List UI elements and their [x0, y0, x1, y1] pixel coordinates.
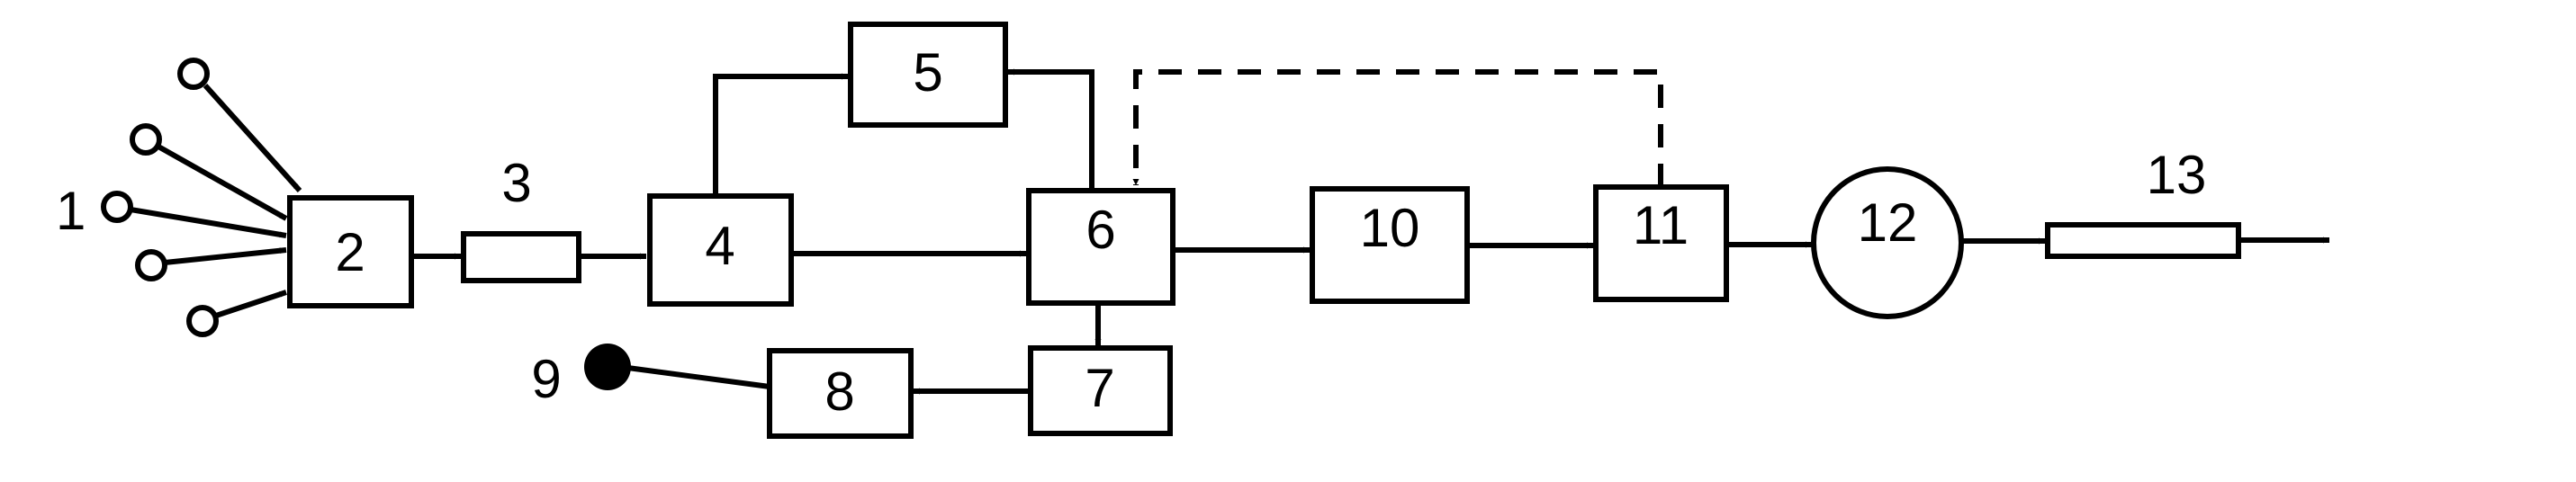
block-6-label: 6	[1085, 200, 1115, 260]
input-terminal	[186, 305, 219, 337]
terminal-9	[584, 344, 631, 390]
block-2	[287, 195, 414, 308]
block-7	[1028, 345, 1173, 436]
block-11	[1593, 184, 1729, 302]
element-12-label: 12	[1858, 192, 1918, 253]
block-8	[767, 348, 914, 439]
element-13-label: 13	[2147, 145, 2207, 205]
block-5	[848, 22, 1008, 128]
block-4	[647, 193, 794, 307]
feedback-11-6	[1132, 69, 1663, 187]
input-terminal	[177, 58, 210, 90]
element-3	[461, 231, 581, 283]
input-terminal	[135, 249, 167, 281]
block-8-label: 8	[824, 362, 854, 422]
input-terminals	[101, 58, 219, 337]
block-5-label: 5	[913, 42, 942, 103]
inputs-label: 1	[56, 181, 86, 241]
block-10-label: 10	[1360, 198, 1420, 258]
terminal-9-label: 9	[531, 349, 561, 409]
input-terminal	[101, 191, 133, 223]
wire-8-9	[620, 364, 770, 389]
wire-4-5	[713, 73, 848, 196]
element-3-label: 3	[501, 153, 531, 213]
block-11-label: 11	[1633, 195, 1689, 255]
block-7-label: 7	[1085, 358, 1114, 418]
block-4-label: 4	[705, 216, 734, 276]
block-2-label: 2	[335, 222, 365, 282]
input-wires	[130, 83, 302, 318]
wire-6-5	[1008, 68, 1094, 191]
element-13	[2045, 222, 2241, 259]
input-terminal	[130, 123, 162, 156]
